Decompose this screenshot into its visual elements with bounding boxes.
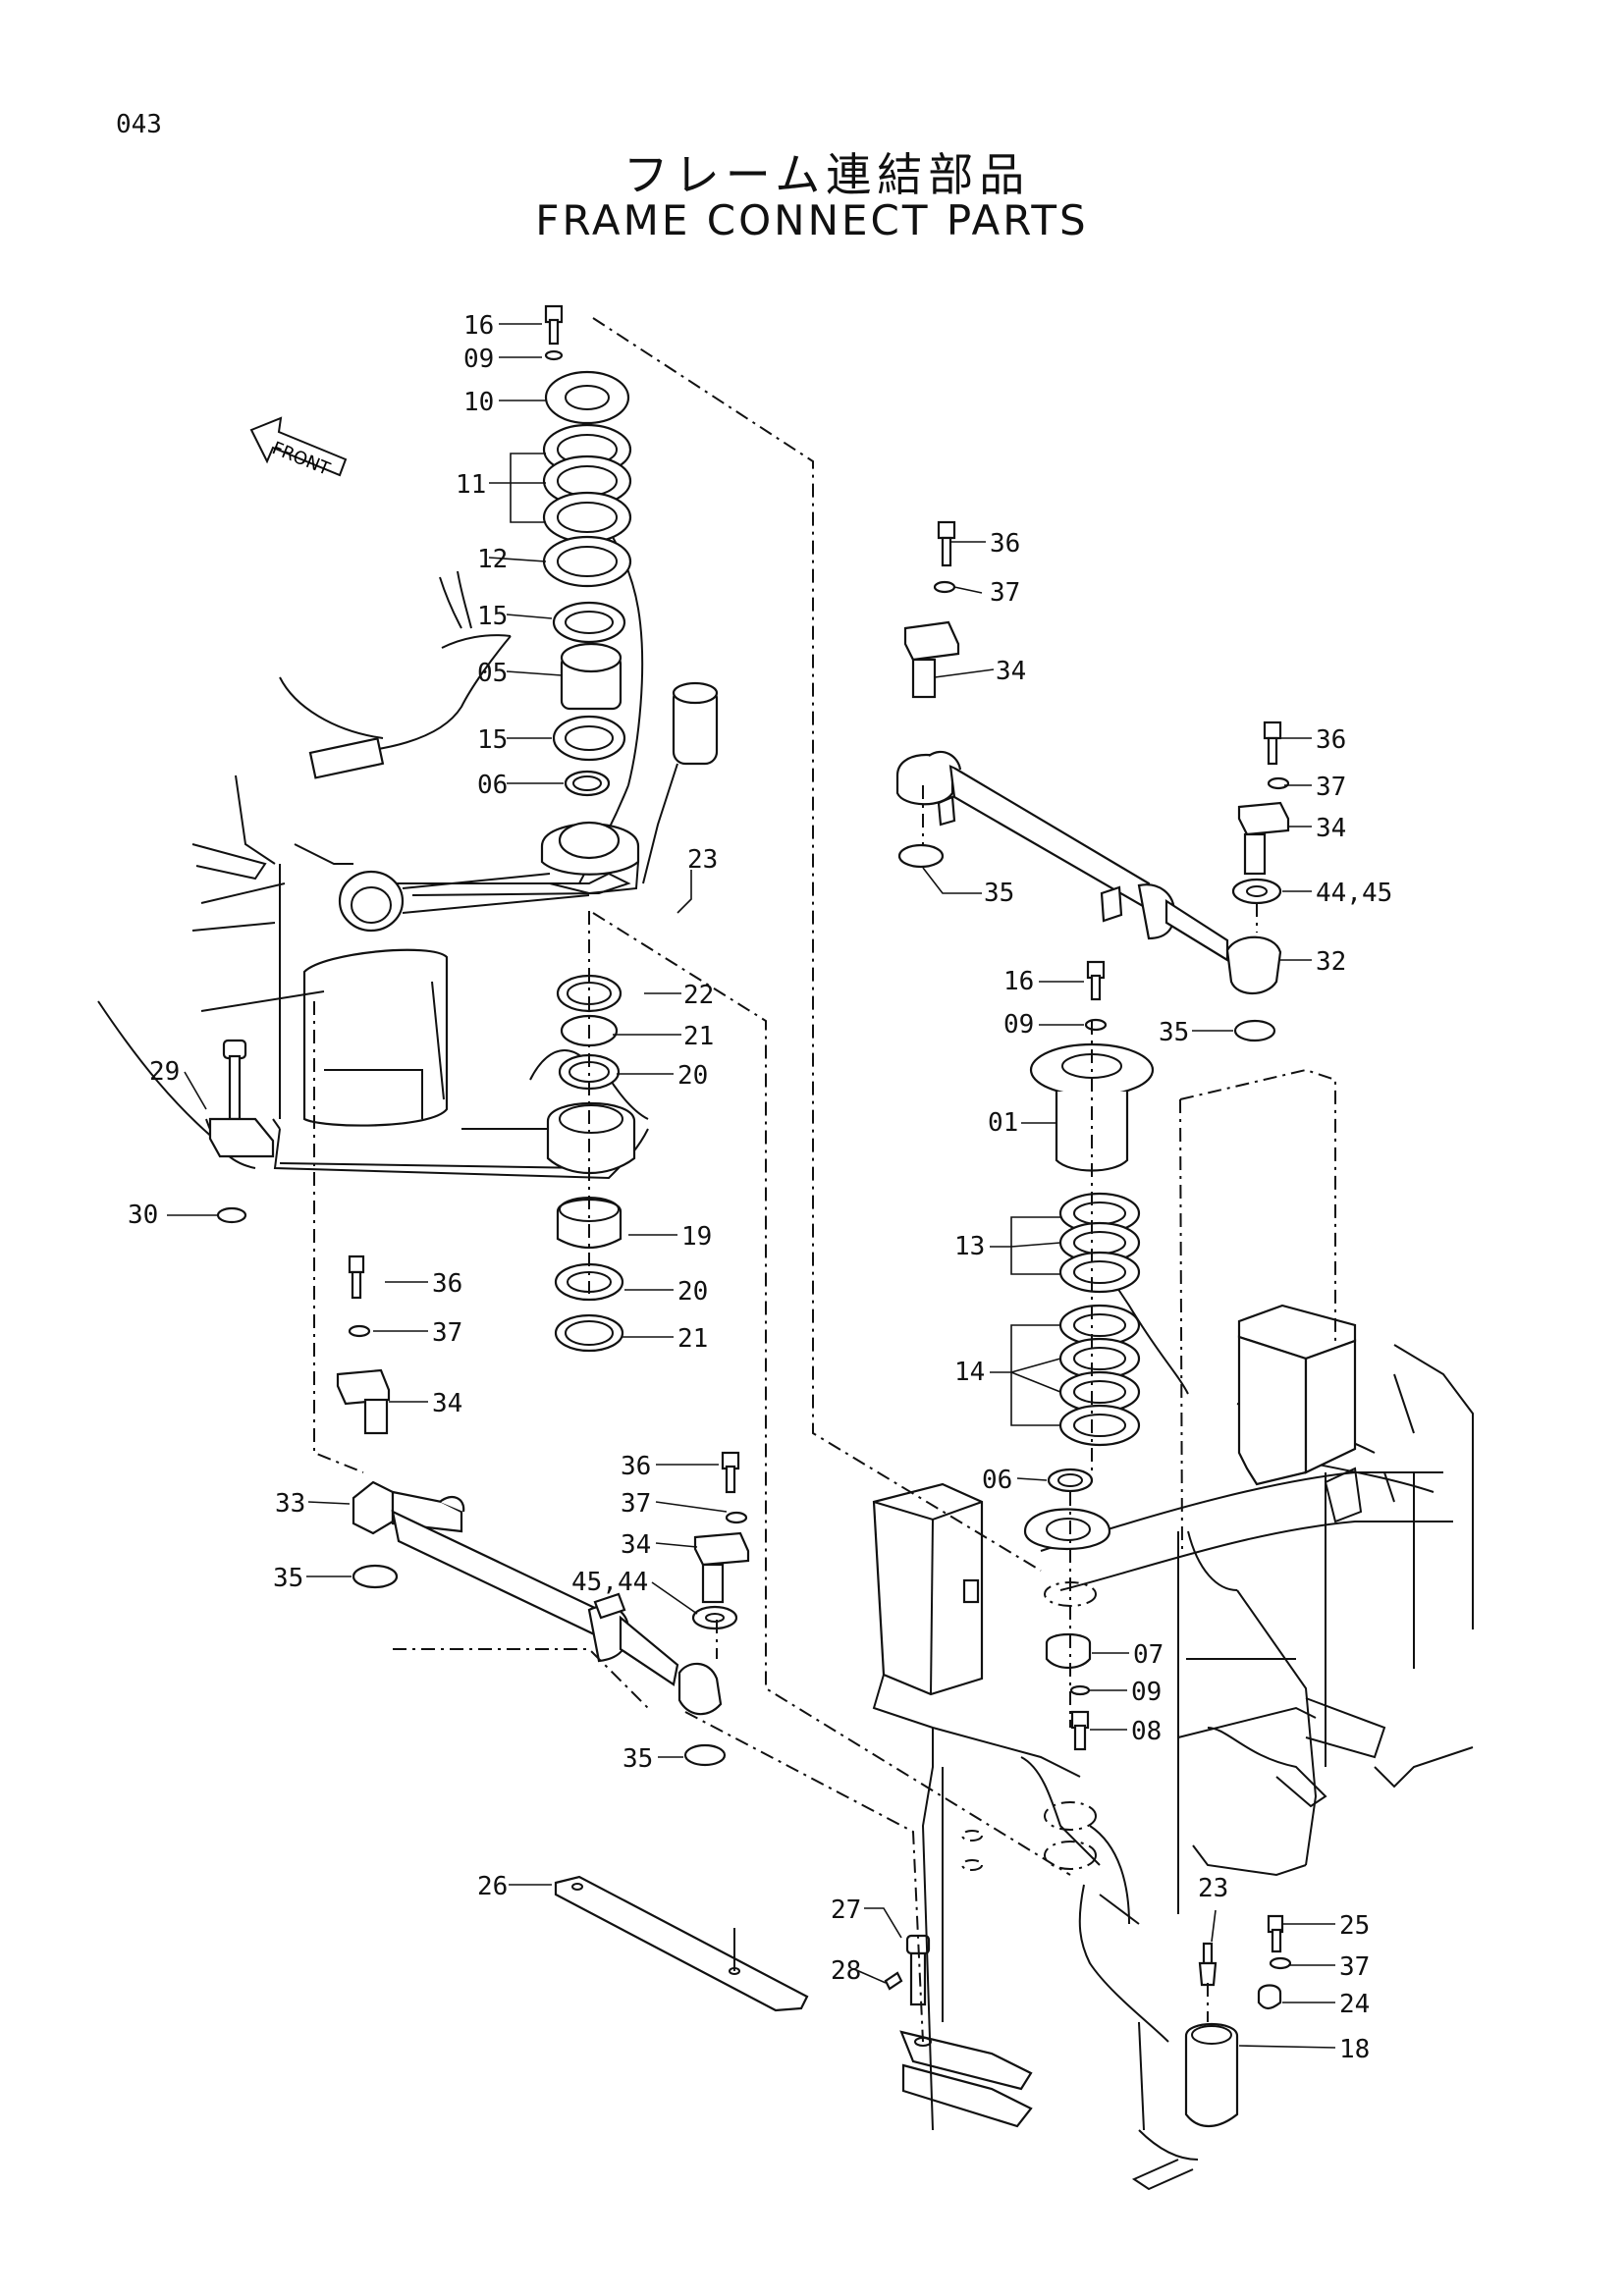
label-34: 34 — [996, 657, 1026, 686]
bottom-pin-27 — [884, 1934, 1033, 2128]
label-37: 37 — [1316, 773, 1346, 802]
link-bar-26 — [554, 1875, 809, 2012]
label-09: 09 — [1131, 1678, 1162, 1707]
label-34: 34 — [1316, 814, 1346, 843]
assembly-center-lines — [313, 317, 1336, 2043]
label-06: 06 — [477, 771, 508, 800]
label-15: 15 — [477, 602, 508, 631]
label-19: 19 — [681, 1222, 712, 1252]
label-37: 37 — [432, 1318, 462, 1348]
label-35: 35 — [623, 1744, 653, 1774]
rear-frame-drawing — [872, 1236, 1474, 2191]
front-arrow-icon: FRONT — [249, 416, 348, 480]
part-labels: 16 09 10 11 12 15 05 15 06 23 22 21 20 1… — [128, 311, 1392, 2064]
mid-pin-group — [691, 1451, 750, 1630]
label-26: 26 — [477, 1872, 508, 1901]
label-18: 18 — [1339, 2035, 1370, 2064]
label-09: 09 — [463, 345, 494, 374]
label-11: 11 — [456, 470, 486, 500]
label-37: 37 — [621, 1489, 651, 1519]
label-35: 35 — [984, 879, 1014, 908]
title-japanese: フレーム連結部品 — [623, 148, 1031, 201]
label-16: 16 — [1003, 967, 1034, 996]
rear-post — [1237, 1304, 1395, 1523]
grease-cylinder-18 — [1184, 1914, 1292, 2127]
label-01: 01 — [988, 1108, 1018, 1138]
leader-lines — [167, 323, 1336, 2049]
label-21: 21 — [677, 1324, 708, 1354]
label-09: 09 — [1003, 1010, 1034, 1040]
label-08: 08 — [1131, 1717, 1162, 1746]
label-20: 20 — [677, 1061, 708, 1091]
label-35: 35 — [273, 1564, 303, 1593]
label-45-44: 45,44 — [571, 1568, 648, 1597]
label-23: 23 — [1198, 1874, 1228, 1903]
label-23: 23 — [687, 845, 718, 875]
right-pin-group — [1231, 721, 1290, 905]
label-13: 13 — [954, 1232, 985, 1261]
label-20: 20 — [677, 1277, 708, 1307]
label-34: 34 — [621, 1530, 651, 1560]
label-30: 30 — [128, 1201, 158, 1230]
label-25: 25 — [1339, 1911, 1370, 1941]
label-34: 34 — [432, 1389, 462, 1418]
label-22: 22 — [683, 981, 714, 1010]
label-32: 32 — [1316, 947, 1346, 977]
label-33: 33 — [275, 1489, 305, 1519]
label-28: 28 — [831, 1956, 861, 1986]
left-steering-cylinder — [336, 1255, 727, 1767]
label-24: 24 — [1339, 1990, 1370, 2019]
label-06: 06 — [982, 1466, 1012, 1495]
right-steering-cylinder — [895, 520, 1282, 1042]
label-36: 36 — [990, 529, 1020, 559]
label-37: 37 — [990, 578, 1020, 608]
hinge-pin-29 — [208, 1039, 275, 1224]
label-29: 29 — [149, 1057, 180, 1087]
label-37: 37 — [1339, 1952, 1370, 1982]
label-15: 15 — [477, 725, 508, 755]
label-35: 35 — [1159, 1018, 1189, 1047]
label-36: 36 — [621, 1452, 651, 1481]
label-44-45: 44,45 — [1316, 879, 1392, 908]
title-english: FRAME CONNECT PARTS — [535, 196, 1089, 244]
page-number: 043 — [116, 110, 162, 139]
label-05: 05 — [477, 659, 508, 688]
label-16: 16 — [463, 311, 494, 341]
label-36: 36 — [432, 1269, 462, 1299]
label-12: 12 — [477, 545, 508, 574]
label-07: 07 — [1133, 1640, 1164, 1670]
lower-pin-stack — [1023, 960, 1155, 1751]
lower-bushing-stack — [546, 974, 636, 1353]
label-27: 27 — [831, 1896, 861, 1925]
front-label: FRONT — [269, 438, 334, 480]
upper-pin-stack — [540, 304, 640, 895]
label-21: 21 — [683, 1022, 714, 1051]
label-10: 10 — [463, 388, 494, 417]
label-36: 36 — [1316, 725, 1346, 755]
label-14: 14 — [954, 1358, 985, 1387]
